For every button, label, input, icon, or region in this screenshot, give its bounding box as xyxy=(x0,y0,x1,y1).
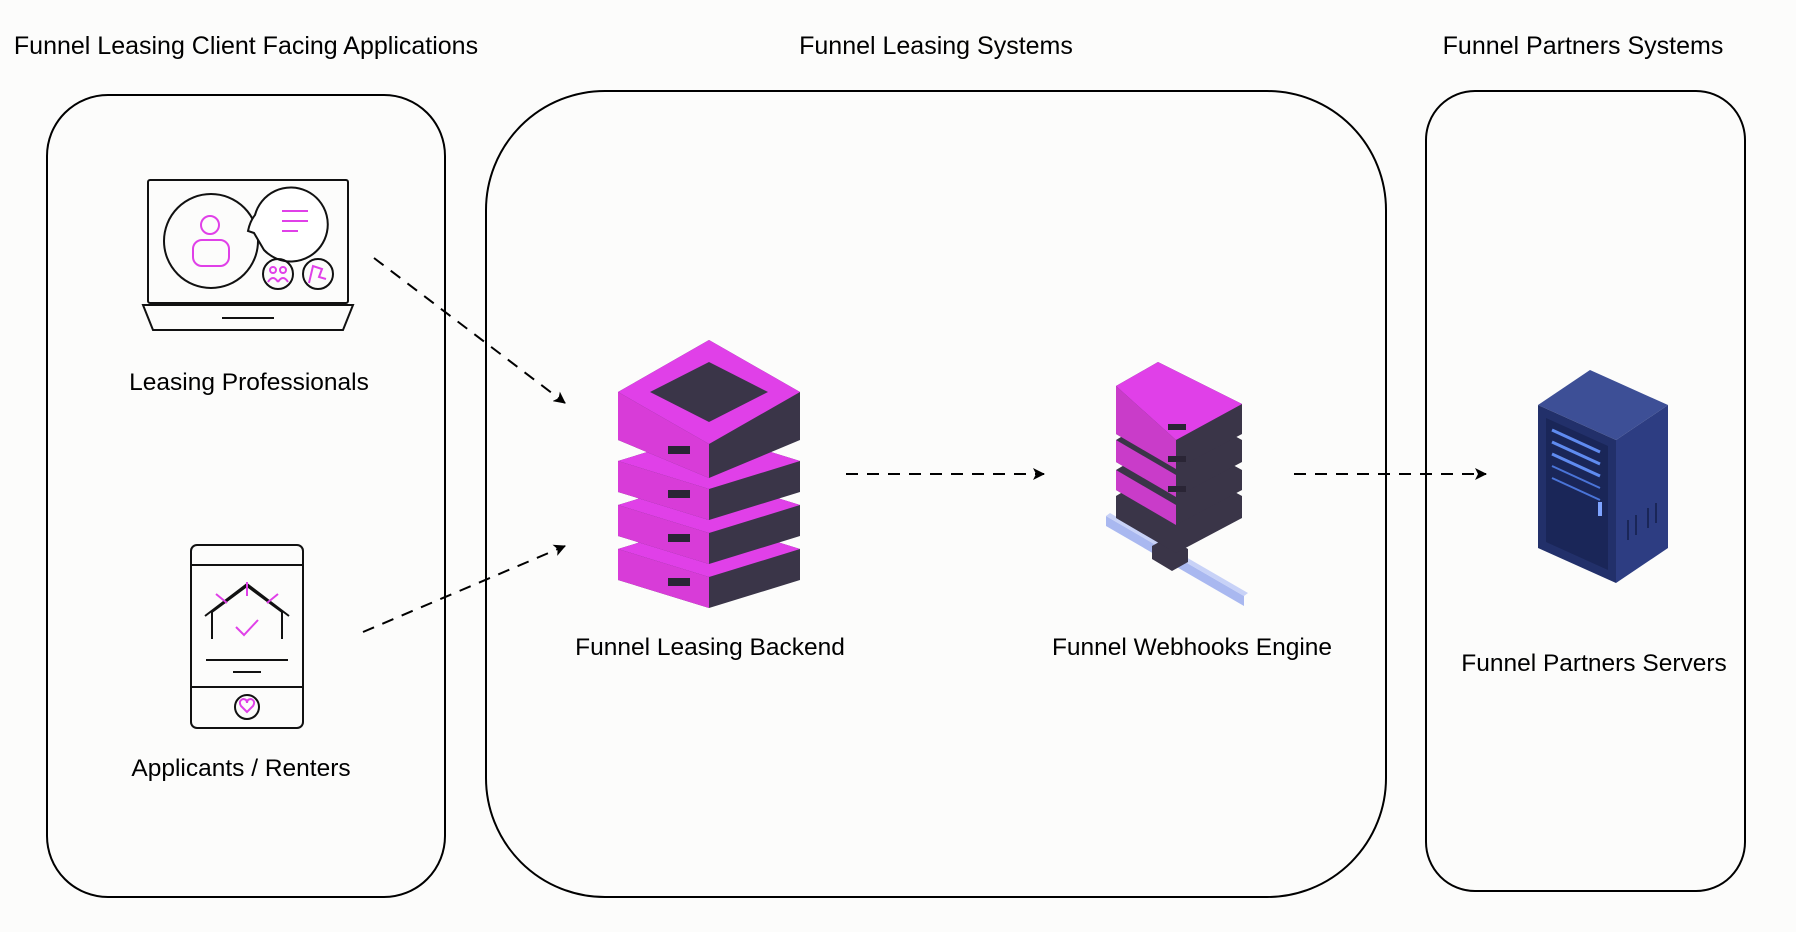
laptop-icon xyxy=(141,179,355,331)
group-title-partners-systems: Funnel Partners Systems xyxy=(1442,32,1724,60)
node-label-leasing-professionals: Leasing Professionals xyxy=(129,369,369,396)
node-label-leasing-backend: Funnel Leasing Backend xyxy=(575,634,845,661)
network-server-icon xyxy=(1106,362,1248,606)
group-title-client-apps: Funnel Leasing Client Facing Application… xyxy=(13,32,479,60)
edge-renters-to-backend xyxy=(362,544,566,633)
server-rack-icon xyxy=(1538,370,1668,583)
group-leasing-systems xyxy=(485,90,1387,898)
mobile-phone-icon xyxy=(190,544,304,729)
group-partners-systems xyxy=(1425,90,1746,892)
node-label-partners-servers: Funnel Partners Servers xyxy=(1461,650,1727,677)
edge-professionals-to-backend xyxy=(373,257,566,404)
node-label-applicants-renters: Applicants / Renters xyxy=(131,755,351,782)
node-label-webhooks-engine: Funnel Webhooks Engine xyxy=(1051,634,1333,661)
group-client-apps xyxy=(46,94,446,898)
server-stack-icon xyxy=(618,340,800,608)
group-title-leasing-systems: Funnel Leasing Systems xyxy=(799,32,1073,60)
